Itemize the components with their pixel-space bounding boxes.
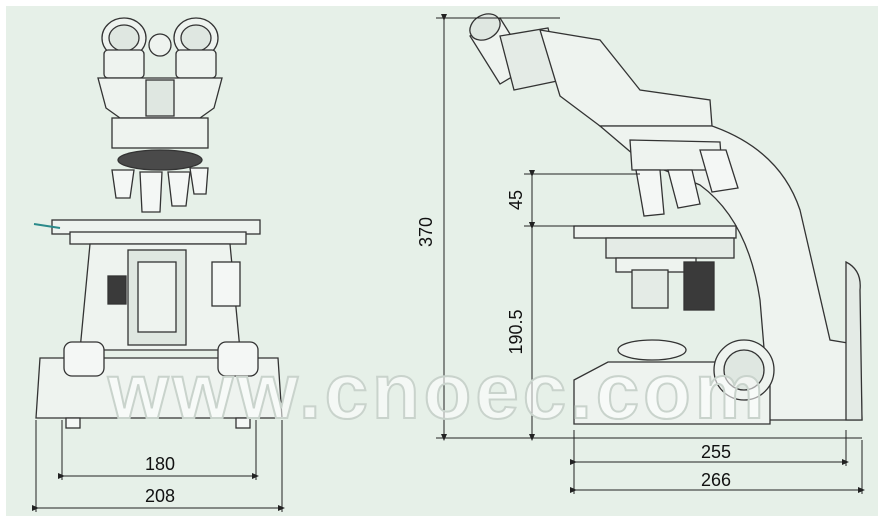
dim-label-266: 266 [701,470,731,490]
side-dimensions [436,14,865,494]
front-objective-1 [111,169,135,199]
side-stage [573,225,737,239]
front-focus-knob-left [107,275,127,305]
front-focus-knob-right [211,261,241,307]
dim-label-180: 180 [145,454,175,474]
front-objective-3 [167,171,191,207]
side-head [539,29,713,127]
side-objective-2 [667,169,701,209]
front-objective-2 [139,171,163,213]
side-condenser [631,269,669,309]
front-base-knob-left [63,341,105,377]
side-view [469,13,863,425]
watermark-text: www.cnoec.com [107,347,768,435]
front-eyepiece-right [173,17,219,79]
front-dimensions [32,420,285,512]
side-lamp [617,339,687,361]
front-eyepiece-left [101,17,147,79]
front-view [33,17,283,429]
dim-label-45: 45 [506,190,526,210]
dim-label-255: 255 [701,442,731,462]
side-objective-3 [699,149,739,193]
side-stage-knob [683,261,715,311]
front-arm [111,117,209,149]
front-objective-4 [189,167,209,195]
front-diopter-knob [148,33,172,57]
front-nosepiece [117,149,203,171]
side-objective-1 [635,169,665,217]
dim-label-208: 208 [145,486,175,506]
side-back-plate [845,260,863,421]
front-base-knob-right [217,341,259,377]
dim-label-190-5: 190.5 [506,309,526,354]
front-specimen-clip [33,223,61,229]
dim-label-370: 370 [416,217,436,247]
